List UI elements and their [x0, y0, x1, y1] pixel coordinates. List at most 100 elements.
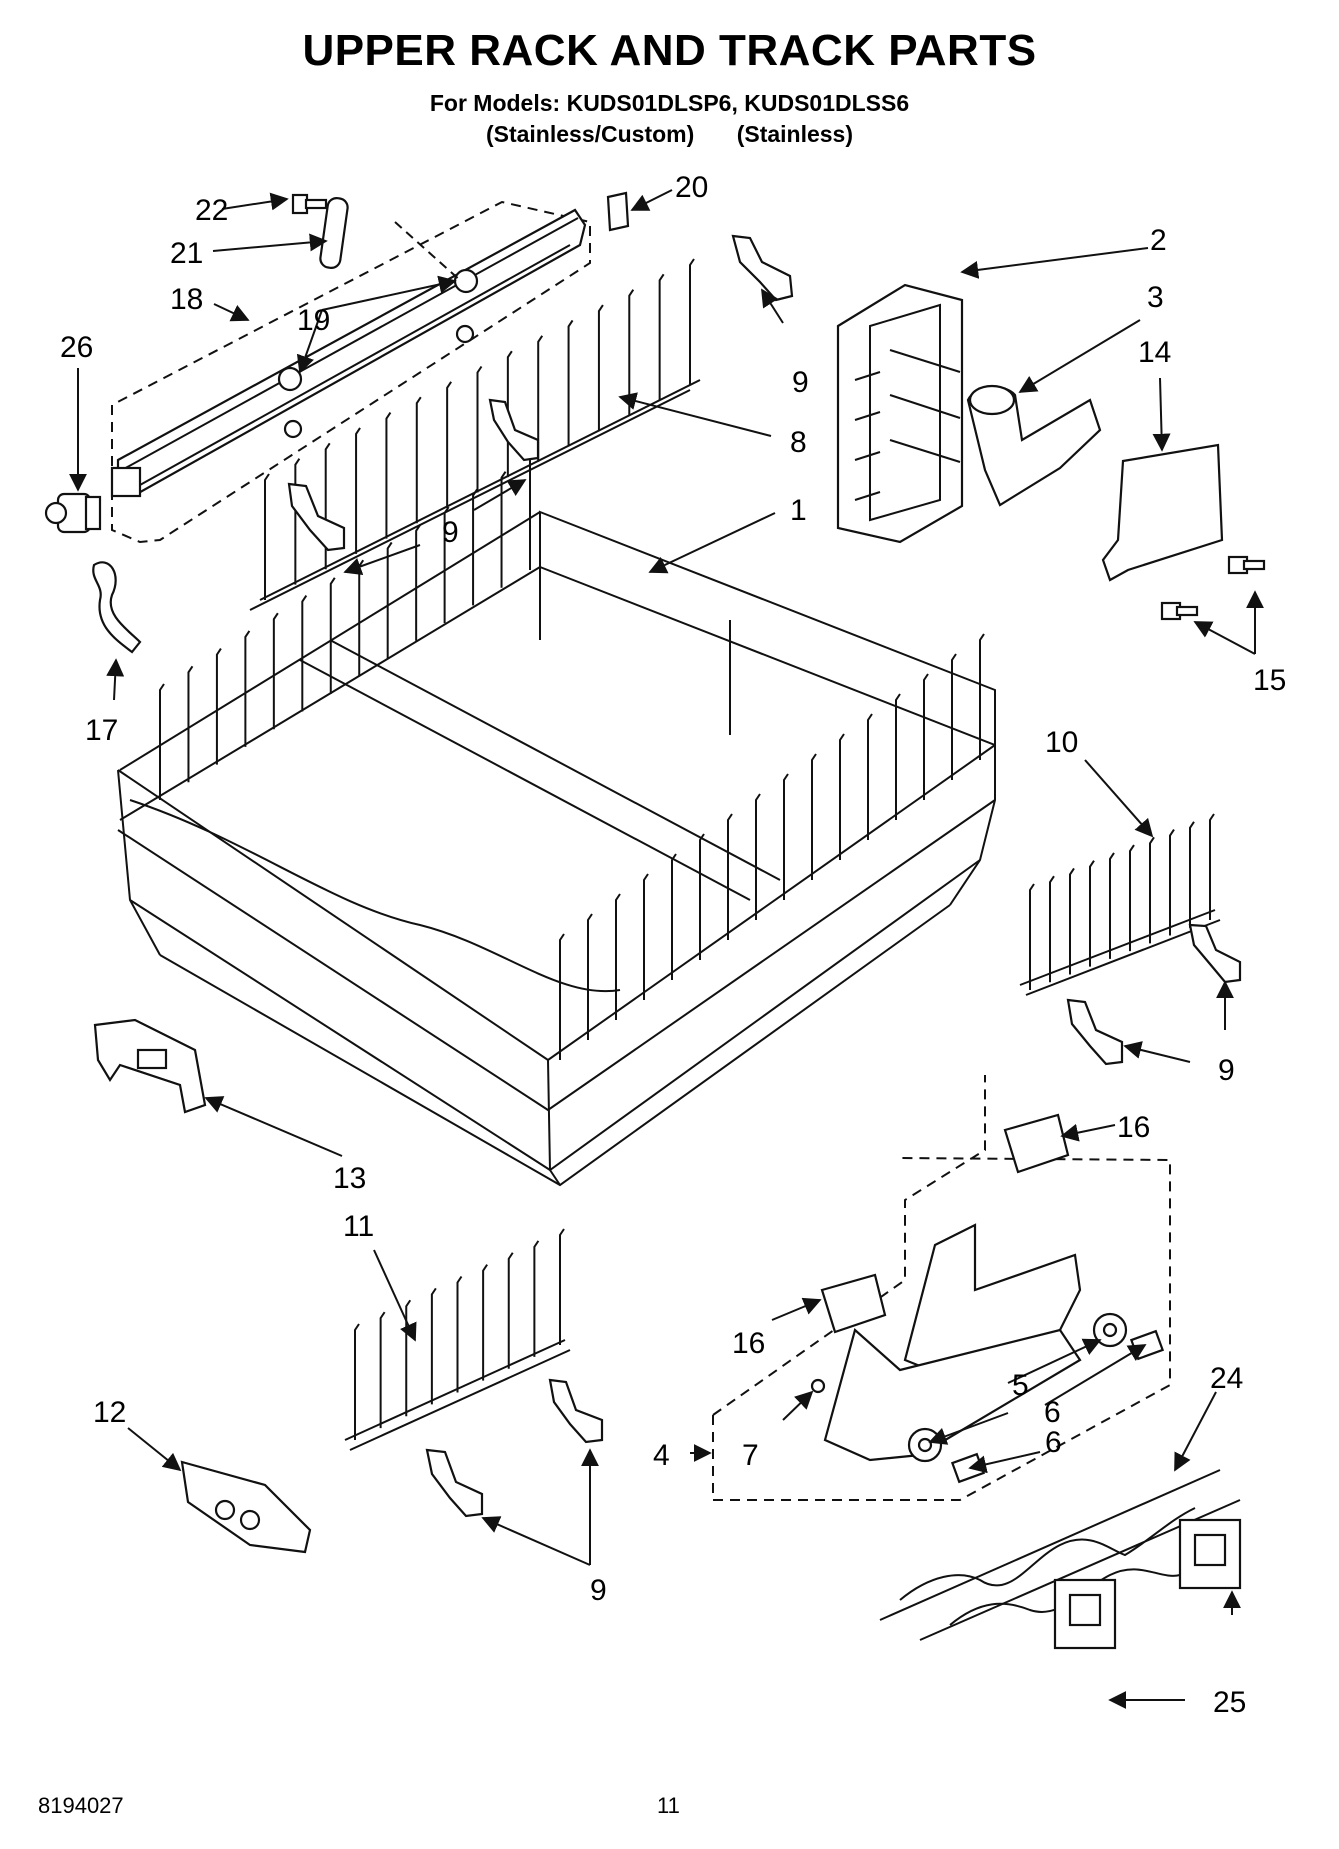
stop-clip-icon	[1003, 1113, 1070, 1174]
tine	[294, 458, 301, 585]
callout-14: 14	[1138, 336, 1171, 369]
tine	[1129, 844, 1135, 952]
tine	[529, 453, 535, 570]
model-list: For Models: KUDS01DLSP6, KUDS01DLSS6 (St…	[0, 90, 1339, 148]
tine	[446, 381, 452, 508]
clip-icon	[731, 234, 794, 302]
tine	[301, 594, 308, 712]
tine	[1089, 860, 1095, 967]
roller-icon	[453, 268, 479, 294]
tine	[354, 1323, 360, 1440]
tine	[415, 524, 421, 641]
callout-16b: 16	[732, 1327, 765, 1360]
tine	[1189, 821, 1195, 928]
tine	[272, 612, 279, 730]
tine	[643, 873, 649, 1000]
pivot-icon	[283, 419, 303, 439]
callout-10: 10	[1045, 726, 1078, 759]
callout-26: 26	[60, 331, 93, 364]
tine	[658, 273, 665, 401]
tine	[1109, 852, 1115, 959]
tine	[355, 427, 361, 554]
wire-clip-icon	[92, 561, 142, 654]
shelf-hinge-icon	[1053, 1578, 1117, 1650]
tine	[430, 1287, 437, 1405]
tine	[951, 653, 957, 780]
tine	[559, 933, 565, 1060]
tine-row-icon	[344, 1339, 571, 1451]
tine	[415, 396, 422, 524]
tine	[244, 630, 251, 747]
tine	[385, 412, 392, 539]
shelf-hinge-icon	[1178, 1518, 1242, 1590]
tine	[215, 648, 222, 765]
callout-4: 4	[653, 1439, 670, 1472]
stop-clip-icon	[820, 1273, 887, 1334]
variant-line: (Stainless/Custom) (Stainless)	[0, 121, 1339, 148]
screw-icon	[291, 193, 328, 215]
tine	[379, 1311, 386, 1429]
callout-24: 24	[1210, 1362, 1243, 1395]
upper-rack-basket-icon	[117, 510, 996, 1187]
callout-9a: 9	[792, 366, 809, 399]
tine	[187, 665, 194, 783]
axle-pin-icon	[1129, 1329, 1165, 1361]
tine	[923, 673, 929, 800]
callout-9c: 9	[1218, 1054, 1235, 1087]
tine	[587, 913, 593, 1040]
roller-icon	[277, 366, 303, 392]
page-title: UPPER RACK AND TRACK PARTS	[302, 26, 1037, 75]
wheel-hub-icon	[1102, 1322, 1118, 1338]
callout-numbers: 22 21 18 19 20 26 17 2 3 14 15 9 8 9 1 1…	[60, 171, 1286, 1719]
clip-icon	[425, 1448, 484, 1518]
callout-15: 15	[1253, 664, 1286, 697]
callout-9d: 9	[590, 1574, 607, 1607]
callout-20: 20	[675, 171, 708, 204]
tine	[537, 335, 544, 462]
callout-22: 22	[195, 194, 228, 227]
screw-icon	[1227, 555, 1266, 575]
wheel-hub-icon	[917, 1437, 933, 1453]
tine	[482, 1264, 488, 1381]
clip-icon	[548, 1378, 604, 1444]
models-line: For Models: KUDS01DLSP6, KUDS01DLSS6	[429, 90, 910, 116]
document-number: 8194027	[38, 1793, 124, 1818]
callout-19: 19	[297, 304, 330, 337]
screw-icon	[1160, 601, 1199, 621]
screw-head-icon	[810, 1378, 826, 1394]
callout-6a: 6	[1044, 1396, 1061, 1429]
pivot-icon	[455, 324, 475, 344]
callout-3: 3	[1147, 281, 1164, 314]
callout-8: 8	[790, 426, 807, 459]
clip-icon	[488, 398, 540, 462]
tine	[507, 1252, 514, 1369]
tine-row-icon	[249, 379, 701, 611]
tine	[671, 853, 677, 980]
variant-stainless: (Stainless)	[736, 121, 854, 147]
tine	[867, 713, 873, 840]
axle-pin-icon	[950, 1452, 986, 1484]
callout-1: 1	[790, 494, 807, 527]
tine	[1209, 813, 1215, 920]
tine	[264, 473, 270, 600]
rail-end-clip-icon	[180, 1460, 312, 1554]
tine	[456, 1275, 463, 1393]
end-cap-icon	[44, 492, 102, 534]
stop-clip-icon	[606, 191, 630, 232]
callout-12: 12	[93, 1396, 126, 1429]
tine	[559, 1228, 565, 1345]
tine	[159, 683, 165, 800]
callout-6b: 6	[1045, 1426, 1062, 1459]
clip-icon	[1066, 998, 1124, 1066]
tine	[1049, 875, 1055, 983]
tine	[727, 813, 733, 940]
tine	[329, 577, 336, 694]
rack-bumper-icon	[93, 1018, 207, 1114]
tine	[1069, 867, 1075, 975]
callout-17: 17	[85, 714, 118, 747]
tine	[895, 693, 901, 820]
tine	[839, 733, 845, 860]
tine	[358, 559, 365, 677]
tine	[476, 365, 483, 493]
callout-9b: 9	[442, 516, 459, 549]
